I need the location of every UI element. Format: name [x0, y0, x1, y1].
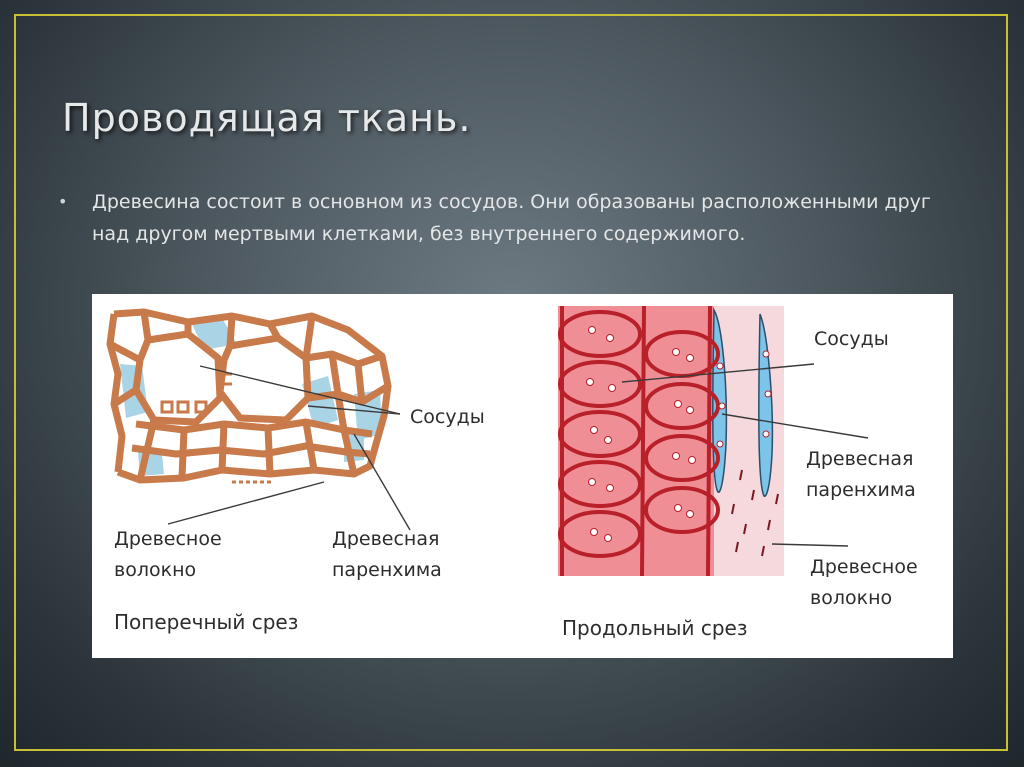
right-label-parenchyma-line2: паренхима [806, 479, 916, 501]
xylem-figure: Сосуды Древесное волокно Древесная парен… [92, 294, 953, 658]
right-label-vessels: Сосуды [814, 328, 889, 350]
left-label-parenchyma: Древесная паренхима [332, 524, 442, 586]
left-label-parenchyma-line1: Древесная [332, 528, 440, 550]
right-label-fiber-line1: Древесное [810, 556, 918, 578]
bullet-dot-icon: • [58, 192, 68, 211]
right-label-parenchyma: Древесная паренхима [806, 444, 916, 506]
longitudinal-section-drawing [558, 305, 869, 577]
left-label-fiber: Древесное волокно [114, 524, 222, 586]
bullet-text: Древесина состоит в основном из сосудов.… [92, 191, 931, 245]
caption-cross-section: Поперечный срез [114, 610, 299, 634]
caption-longitudinal-section: Продольный срез [562, 616, 748, 640]
left-label-vessels: Сосуды [410, 406, 485, 428]
slide-title: Проводящая ткань. [62, 96, 472, 140]
right-label-parenchyma-line1: Древесная [806, 448, 914, 470]
left-label-parenchyma-line2: паренхима [332, 559, 442, 581]
xylem-illustration [106, 305, 869, 577]
left-label-fiber-line1: Древесное [114, 528, 222, 550]
cross-section-drawing [106, 308, 411, 531]
right-label-fiber-line2: волокно [810, 587, 893, 609]
left-label-fiber-line2: волокно [114, 559, 197, 581]
right-label-fiber: Древесное волокно [810, 552, 918, 614]
